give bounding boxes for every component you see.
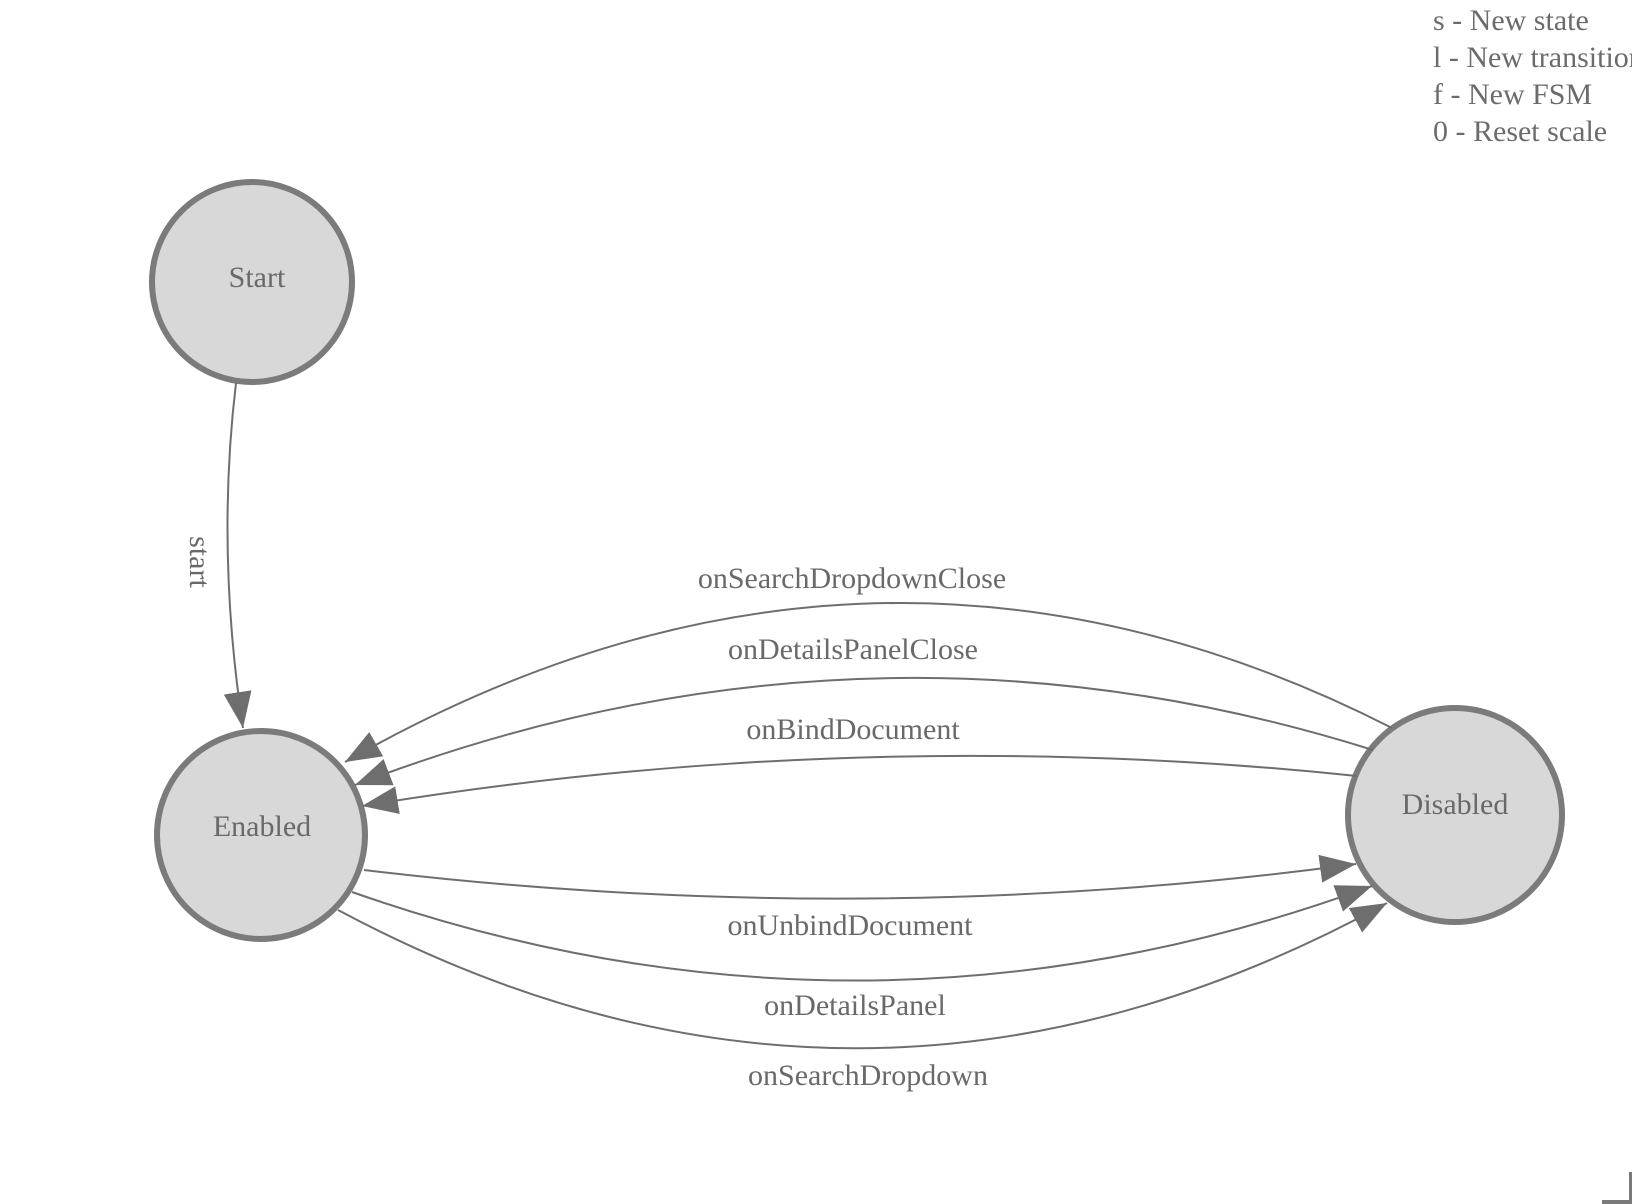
transition-onBindDocument[interactable]: onBindDocument (361, 713, 1358, 814)
transition-label-onUnbindDocument: onUnbindDocument (728, 909, 974, 942)
shortcut-legend: s - New state l - New transition f - New… (1433, 2, 1632, 150)
transition-label-onSearchDropdown: onSearchDropdown (748, 1059, 988, 1092)
transition-label-onBindDocument: onBindDocument (746, 713, 960, 746)
transition-path-onDetailsPanel[interactable] (351, 885, 1373, 982)
transition-path-start[interactable] (223, 382, 252, 729)
transition-onSearchDropdown[interactable]: onSearchDropdown (337, 902, 1388, 1092)
transition-onDetailsPanel[interactable]: onDetailsPanel (351, 885, 1373, 1022)
transition-label-onSearchDropdownClose: onSearchDropdownClose (698, 562, 1006, 595)
legend-new-state: s - New state (1433, 4, 1589, 37)
state-node-enabled[interactable]: Enabled (154, 728, 368, 942)
state-circle-enabled[interactable] (154, 728, 368, 942)
legend-new-transition: l - New transition (1433, 41, 1632, 74)
transition-onUnbindDocument[interactable]: onUnbindDocument (363, 854, 1357, 942)
transition-path-onSearchDropdownClose[interactable] (344, 601, 1393, 763)
transition-start[interactable]: start (183, 382, 252, 729)
legend-reset-scale: 0 - Reset scale (1433, 115, 1608, 148)
state-node-start[interactable]: Start (149, 179, 355, 385)
transition-label-onDetailsPanelClose: onDetailsPanelClose (728, 633, 978, 666)
state-label-enabled: Enabled (213, 810, 311, 843)
canvas-corner-border (1602, 1172, 1632, 1204)
transition-path-onDetailsPanelClose[interactable] (354, 676, 1374, 786)
state-label-disabled: Disabled (1402, 788, 1509, 821)
state-node-disabled[interactable]: Disabled (1345, 705, 1565, 925)
transition-path-onBindDocument[interactable] (361, 754, 1358, 814)
transition-label-onDetailsPanel: onDetailsPanel (764, 989, 946, 1022)
transition-path-onUnbindDocument[interactable] (363, 854, 1357, 900)
state-label-start: Start (229, 261, 286, 294)
transition-label-start: start (183, 536, 216, 588)
state-circle-disabled[interactable] (1345, 705, 1565, 925)
state-circle-start[interactable] (149, 179, 355, 385)
transition-onDetailsPanelClose[interactable]: onDetailsPanelClose (354, 633, 1374, 786)
legend-new-fsm: f - New FSM (1433, 78, 1593, 111)
transition-onSearchDropdownClose[interactable]: onSearchDropdownClose (344, 562, 1393, 763)
transition-path-onSearchDropdown[interactable] (337, 902, 1388, 1050)
